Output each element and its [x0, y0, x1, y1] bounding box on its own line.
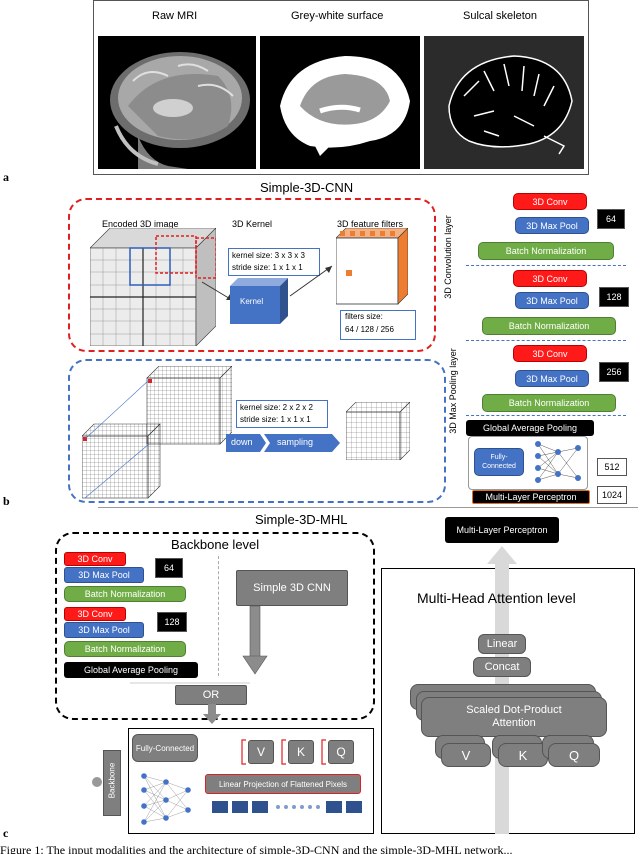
stack-divider-2: [466, 340, 626, 341]
or-block: OR: [175, 685, 247, 705]
embedding-box: [128, 728, 374, 834]
pool-dashed-box: [68, 359, 446, 503]
simple-3d-cnn-block: Simple 3D CNN: [236, 570, 348, 606]
c-filters-64: 64: [155, 558, 183, 578]
or-down-arrow: [203, 704, 221, 724]
mlp-block: Multi-Layer Perceptron: [472, 490, 590, 504]
panel-b-title: Simple-3D-CNN: [260, 180, 354, 195]
conv-block-3: 3D Conv: [513, 345, 587, 362]
pool-layer-vertical-label: 3D Max Pooling layer: [448, 348, 458, 434]
panel-letter-a: a: [3, 170, 9, 184]
cnn-down-arrow: [242, 606, 268, 675]
fc-size-1024: 1024: [597, 486, 627, 504]
fc-size-512: 512: [597, 458, 627, 476]
panel-letter-b: b: [3, 494, 10, 508]
down-label: down: [231, 437, 253, 447]
downsampling-arrow: [226, 434, 340, 452]
stack-divider-3: [466, 415, 626, 416]
backbone-divider: [218, 556, 219, 676]
conv-block-1: 3D Conv: [513, 193, 587, 210]
filters-values-text: 64 / 128 / 256: [345, 325, 394, 334]
c-fc-block: Fully-Connected: [132, 734, 198, 762]
token-k: K: [498, 743, 548, 767]
pool-kernel-text: kernel size: 2 x 2 x 2: [240, 403, 313, 412]
conv-dashed-box: [68, 198, 436, 352]
label-sulcal: Sulcal skeleton: [463, 10, 537, 22]
token-q: Q: [548, 743, 600, 767]
c-gap-block: Global Average Pooling: [64, 662, 198, 678]
concat-block: Concat: [473, 657, 531, 677]
backbone-dot: [92, 777, 102, 787]
c-maxpool-block-2: 3D Max Pool: [64, 622, 144, 638]
filters-size-text: filters size:: [345, 312, 383, 321]
c-filters-128: 128: [157, 612, 187, 632]
stack-divider-1: [466, 265, 626, 266]
mha-level-label: Multi-Head Attention level: [417, 590, 576, 606]
figure-caption: Figure 1: The input modalities and the a…: [0, 843, 513, 854]
filters-128: 128: [599, 287, 629, 307]
panel-letter-c: c: [3, 826, 9, 840]
c-conv-block-1: 3D Conv: [64, 552, 126, 566]
maxpool-block-3: 3D Max Pool: [515, 370, 589, 387]
backbone-vertical-block: [103, 750, 121, 816]
pool-info-box: [236, 400, 328, 428]
pooling-input-cubes: [82, 366, 232, 499]
c-bn-block-1: Batch Normalization: [64, 586, 186, 602]
c-fc-network-diagram: [141, 773, 191, 825]
filters-64: 64: [597, 209, 625, 229]
c-token-v: V: [248, 740, 274, 764]
maxpool-block-1: 3D Max Pool: [515, 217, 589, 234]
c-conv-block-2: 3D Conv: [64, 607, 126, 621]
c-bn-block-2: Batch Normalization: [64, 641, 186, 657]
backbone-vertical-label: Backbone: [107, 762, 117, 799]
bn-block-1: Batch Normalization: [478, 242, 614, 260]
linear-block: Linear: [478, 634, 526, 654]
fc-network-frame: [468, 436, 588, 490]
3d-feature-filters-label: 3D feature filters: [337, 219, 404, 229]
sdpa-block: Scaled Dot-Product Attention: [421, 697, 607, 737]
or-connector: [130, 682, 250, 684]
filters-256: 256: [599, 362, 629, 382]
fc-block: Fully-Connected: [474, 448, 524, 476]
maxpool-block-2: 3D Max Pool: [515, 292, 589, 309]
fc-network-diagram: [535, 441, 581, 483]
encoded-3d-image-label: Encoded 3D image: [102, 219, 179, 229]
raw-mri-image: [98, 36, 256, 169]
grey-white-image: [260, 36, 420, 169]
sulcal-skeleton-image: [424, 36, 584, 169]
conv-block-2: 3D Conv: [513, 270, 587, 287]
c-maxpool-block-1: 3D Max Pool: [64, 567, 144, 583]
c-mlp-block: Multi-Layer Perceptron: [445, 517, 559, 543]
panel-a-frame: [93, 0, 589, 175]
backbone-level-label: Backbone level: [171, 537, 260, 552]
label-raw-mri: Raw MRI: [152, 10, 198, 22]
gap-block: Global Average Pooling: [466, 420, 594, 436]
bn-block-2: Batch Normalization: [482, 317, 616, 335]
vkq-brackets: [241, 739, 326, 765]
kernel-cube: [230, 278, 288, 324]
patch-token-row: [212, 801, 362, 813]
kernel-info-box: [228, 248, 320, 276]
pooling-output-cube: [346, 402, 410, 460]
token-v: V: [441, 743, 491, 767]
3d-kernel-label: 3D Kernel: [232, 219, 273, 229]
bn-block-3: Batch Normalization: [482, 394, 616, 412]
pool-stride-text: stride size: 1 x 1 x 1: [240, 415, 311, 424]
label-grey-white: Grey-white surface: [291, 10, 384, 22]
linear-projection-block: Linear Projection of Flattened Pixels: [205, 774, 361, 794]
filters-size-box: [340, 310, 416, 340]
encoded-3d-cube: [90, 228, 216, 346]
sampling-label: sampling: [277, 437, 314, 447]
conv-layer-vertical-label: 3D Convolution layer: [443, 215, 453, 299]
panel-c-title: Simple-3D-MHL: [255, 512, 348, 527]
arrow-to-features: [289, 265, 333, 297]
feature-filters-cube: [336, 228, 408, 305]
panel-divider: [98, 507, 638, 508]
stride-size-text: stride size: 1 x 1 x 1: [232, 263, 303, 272]
c-token-q: Q: [328, 740, 354, 764]
kernel-size-text: kernel size: 3 x 3 x 3: [232, 251, 305, 260]
c-token-k: K: [288, 740, 314, 764]
kernel-cube-label: Kernel: [240, 297, 264, 306]
